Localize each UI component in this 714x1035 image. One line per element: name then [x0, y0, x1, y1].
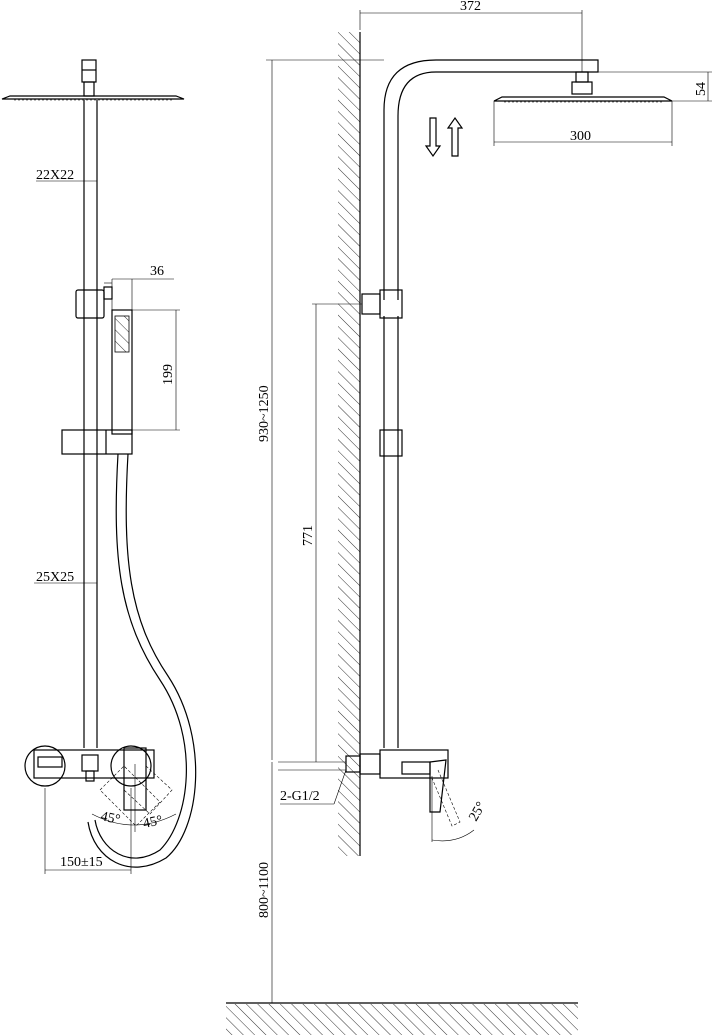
dim-rail-top: 22X22	[36, 168, 74, 183]
side-shower-head	[493, 96, 673, 102]
front-hand-shower-nozzles	[114, 315, 130, 353]
dim-handshower-width: 36	[150, 264, 164, 279]
front-slider-holder	[61, 429, 133, 455]
side-spout	[401, 761, 431, 775]
front-hose-inner	[87, 453, 197, 868]
wall-hatched	[338, 32, 360, 856]
front-mixer-diverter	[81, 754, 99, 772]
dim-inlet-thread: 2-G1/2	[280, 789, 320, 804]
height-adjust-down-arrow	[424, 117, 442, 158]
side-handle-tilted	[431, 769, 461, 827]
front-hose-outer	[94, 453, 187, 859]
dim-head-width: 300	[570, 129, 591, 144]
dim-inlet-spacing: 150±15	[60, 855, 103, 870]
front-shower-head	[1, 95, 185, 100]
front-view: 22X22 36 199 25X25	[1, 59, 197, 874]
front-upper-bracket	[75, 289, 105, 319]
dim-head-height: 54	[694, 82, 709, 96]
dim-total-height: 930~1250	[257, 385, 272, 442]
front-hand-shower	[111, 309, 133, 435]
floor-hatched	[226, 1004, 578, 1035]
dim-handshower-height: 199	[161, 364, 176, 385]
front-left-wall-flange	[24, 745, 66, 787]
dim-angle-right: 45°	[142, 813, 164, 832]
side-mixer-body	[379, 749, 449, 779]
front-right-wall-flange	[110, 745, 152, 787]
dim-angle-left: 45°	[99, 809, 121, 828]
dim-mixer-to-bracket: 771	[301, 525, 316, 546]
side-view: 372 54 300 930~1250	[226, 0, 712, 1035]
dim-arm-length: 372	[460, 0, 481, 14]
dim-spout-angle: 25°	[466, 800, 489, 824]
height-adjust-up-arrow	[446, 116, 464, 157]
front-head-connector	[81, 59, 97, 83]
side-mixer-handle	[429, 759, 447, 813]
side-upper-wall-bracket	[361, 293, 381, 315]
side-riser-outer	[383, 59, 599, 300]
dim-rail-bottom: 25X25	[36, 570, 74, 585]
dim-floor-height: 800~1100	[257, 862, 272, 918]
side-slider	[379, 429, 403, 457]
